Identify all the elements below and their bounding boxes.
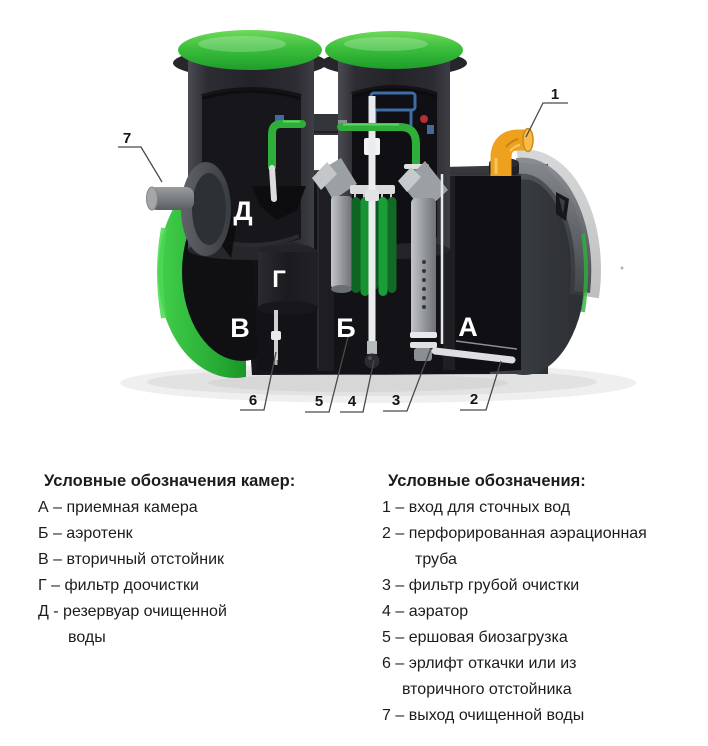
callout-4: 4 (348, 393, 357, 410)
callout-line-1 (525, 102, 568, 138)
legend-item: Д - резервуар очищенной (38, 603, 227, 620)
chamber-d-funnel (252, 186, 306, 220)
green-pipe-right (337, 123, 420, 174)
filter-g-cylinder (258, 245, 318, 365)
legend-chambers: Условные обозначения камер: А – приемная… (38, 468, 368, 651)
aerator-ball (364, 353, 380, 369)
callout-line-3 (383, 347, 432, 412)
legend-item: 3 – фильтр грубой очистки (382, 577, 580, 594)
callout-2: 2 (470, 391, 478, 408)
legend-item: 4 – аэратор (382, 603, 469, 620)
divider-wall-v-b (317, 176, 334, 371)
left-riser (173, 30, 327, 260)
legend-chambers-title: Условные обозначения камер: (44, 472, 296, 490)
left-lid (178, 30, 322, 70)
chamber-label-b: Б (336, 313, 355, 343)
chamber-label-d: Д (233, 196, 252, 226)
chamber-label-v: В (230, 313, 250, 343)
aeration-pipe-bottom (431, 347, 516, 364)
callout-line-2 (460, 360, 502, 411)
inlet-elbow (489, 127, 534, 176)
callout-line-7 (118, 146, 163, 183)
chamber-label-a: А (458, 312, 478, 342)
blue-fitting (275, 115, 284, 123)
pipe-white-tip (269, 165, 277, 202)
aerator-pipe (368, 137, 376, 342)
legend-parts: Условные обозначения: 1 – вход для сточн… (382, 468, 702, 729)
chamber-a-interior (455, 176, 521, 370)
chamber-label-g: Г (272, 266, 286, 293)
right-lid (325, 31, 463, 69)
legend-item: В – вторичный отстойник (38, 551, 224, 568)
legend-item: Г – фильтр доочистки (38, 577, 199, 594)
septic-tank-diagram: Д Г В Б А 1 2 3 4 5 (118, 30, 636, 413)
legend-item: 6 – эрлифт откачки или из (382, 655, 577, 672)
coarse-filter (398, 161, 448, 361)
legend-item: 2 – перфорированная аэрационная (382, 525, 647, 542)
legend-item: 5 – ершовая биозагрузка (382, 629, 568, 646)
legend-item-continuation: труба (415, 551, 457, 568)
red-valve (420, 115, 428, 123)
callout-line-4 (340, 359, 375, 413)
legend-item-continuation: воды (68, 629, 106, 646)
legend-item: 7 – выход очищенной воды (382, 707, 585, 724)
callout-1: 1 (551, 86, 559, 103)
outlet-pipe (146, 162, 237, 258)
callout-7: 7 (123, 130, 131, 147)
diagram-svg: Д Г В Б А 1 2 3 4 5 (118, 30, 636, 413)
callout-6: 6 (249, 392, 257, 409)
callout-5: 5 (315, 393, 323, 410)
chamber-letters: Д Г В Б А (230, 196, 478, 343)
callout-lines (118, 102, 568, 413)
legend-item: 1 – вход для сточных вод (382, 499, 571, 516)
legend-item: А – приемная камера (38, 499, 198, 516)
callout-numbers: 1 2 3 4 5 6 7 (123, 86, 559, 410)
green-pipe-left (268, 120, 306, 171)
callout-line-6 (240, 351, 277, 411)
legend-parts-title: Условные обозначения: (388, 472, 586, 490)
cap-green-edge (581, 233, 588, 313)
legend-item: Б – аэротенк (38, 525, 133, 542)
chamber-internals (312, 137, 624, 369)
callout-3: 3 (392, 392, 400, 409)
legend-item-continuation: вторичного отстойника (402, 681, 572, 698)
callout-line-5 (305, 336, 349, 413)
